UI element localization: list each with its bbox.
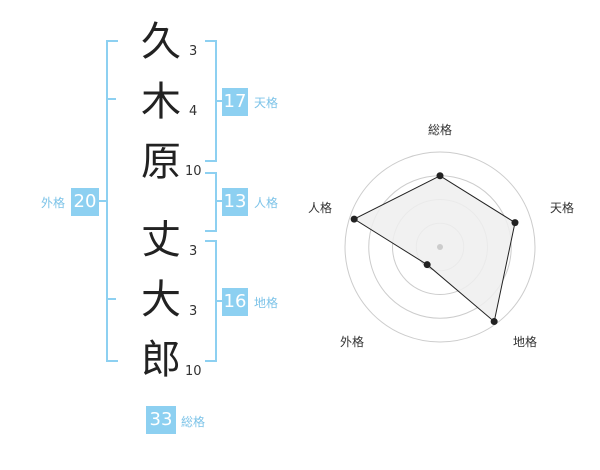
tenkaku-bracket-connector [215,100,223,102]
radar-label-gai: 外格 [340,334,364,349]
stroke-count-6: 10 [185,364,202,379]
name-char-1: 久 [141,19,181,65]
stroke-count-5: 3 [189,304,198,319]
fortune-radar-chart: 総格 天格 地格 外格 人格 [308,122,574,349]
radar-point-ten [511,219,519,227]
radar-label-jin: 人格 [308,200,332,215]
radar-label-chi: 地格 [513,334,537,349]
stroke-count-3: 10 [185,164,202,179]
stroke-count-1: 3 [189,44,198,59]
radar-center-dot [437,244,443,250]
chikaku-bracket-connector [215,300,223,302]
radar-shape [353,175,516,323]
name-char-5: 大 [141,277,181,323]
name-char-6: 郎 [141,337,181,383]
jinkaku-bracket [205,172,217,232]
soukaku-label: 総格 [181,415,206,429]
name-char-3: 原 [141,139,181,185]
stroke-count-4: 3 [189,244,198,259]
tenkaku-label: 天格 [254,96,279,110]
jinkaku-bracket-connector [215,200,223,202]
soukaku-value-badge: 33 [146,406,176,434]
jinkaku-label: 人格 [254,196,279,210]
jinkaku-value-badge: 13 [222,188,248,216]
gaikaku-bracket-tick-1 [106,98,116,100]
stroke-count-2: 4 [189,104,198,119]
radar-point-gai [423,261,431,269]
radar-label-total: 総格 [428,122,452,137]
radar-ring [344,151,536,343]
gaikaku-bracket-connector [96,200,108,202]
gaikaku-bracket-tick-2 [106,298,116,300]
radar-points [350,172,519,326]
gaikaku-label: 外格 [41,196,66,210]
name-char-4: 丈 [141,217,181,263]
gaikaku-value-badge: 20 [71,188,99,216]
chikaku-value-badge: 16 [222,288,248,316]
radar-label-ten: 天格 [550,200,574,215]
radar-point-chi [490,318,498,326]
radar-point-total [436,172,444,180]
name-char-2: 木 [141,79,181,125]
radar-point-jin [350,215,358,223]
tenkaku-value-badge: 17 [222,88,248,116]
chikaku-label: 地格 [254,296,279,310]
